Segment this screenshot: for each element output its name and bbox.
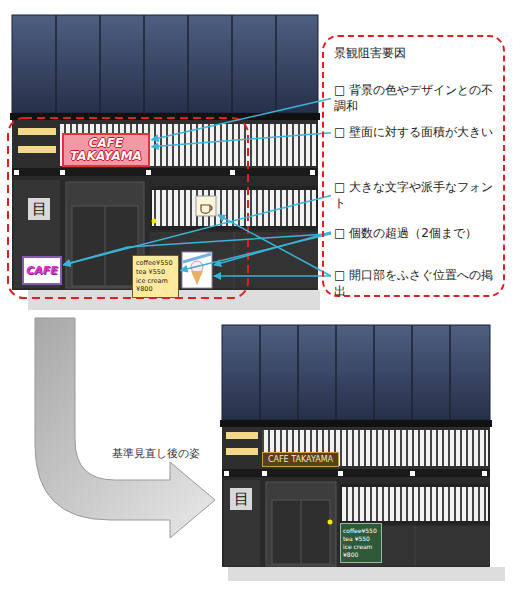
- picture-leaders: [214, 215, 331, 276]
- roof-dividers-part: [187, 15, 189, 113]
- lattice: [60, 124, 316, 166]
- roof-dividers-part: [275, 15, 277, 113]
- roof-dividers-part: [259, 325, 261, 420]
- roof-dividers-part: [297, 325, 299, 420]
- beam-lights-part: [338, 471, 343, 476]
- leader-arrow: [151, 99, 331, 140]
- roof-dividers-part: [143, 15, 145, 113]
- leader-arrow: [63, 196, 331, 265]
- menu-board: coffee¥550 tea ¥550 ice cream ¥800: [340, 523, 382, 563]
- eave: [220, 420, 492, 427]
- beam-lights-part: [224, 471, 229, 476]
- factor-item: □ 壁面に対する面積が大きい: [334, 125, 500, 141]
- emblem-glyph: 目: [230, 488, 252, 510]
- menu-board: coffee¥550 tea ¥550 ice cream ¥800: [132, 255, 179, 298]
- shop-after: [220, 325, 505, 581]
- leader-arrow: [151, 133, 331, 147]
- roof-dividers-part: [99, 15, 101, 113]
- roof-dividers-part: [55, 15, 57, 113]
- transition-arrow: [35, 318, 215, 538]
- shop-sign: CAFE TAKAYAMA: [262, 452, 339, 467]
- beige-bar: [18, 128, 56, 135]
- cup-icon: [201, 205, 212, 213]
- node-text: coffee¥550 tea ¥550 ice cream ¥800: [136, 259, 175, 294]
- ground-floor: [222, 477, 490, 567]
- panel-line: [415, 526, 416, 566]
- beam: [222, 469, 490, 477]
- door-split: [301, 500, 302, 564]
- beige-bar: [226, 432, 258, 439]
- beam: [12, 168, 318, 176]
- roof-dividers-part: [449, 325, 451, 420]
- beige-bar: [226, 448, 258, 455]
- node-text: CAFE TAKAYAMA: [68, 137, 144, 163]
- lamp: [152, 219, 157, 224]
- node-text: coffee¥550 tea ¥550 ice cream ¥800: [343, 527, 379, 559]
- door: [266, 482, 336, 566]
- beam-lights: [224, 471, 487, 476]
- ground: [228, 567, 505, 581]
- roof-dividers-part: [231, 15, 233, 113]
- node-text: 景観阻害要因: [334, 45, 493, 62]
- node-text: □ 背景の色やデザインとの不調和: [334, 83, 500, 114]
- side-column: [224, 480, 260, 566]
- leader-arrow: [63, 234, 331, 265]
- leader-arrow: [180, 234, 331, 271]
- window-sign: [196, 196, 216, 216]
- roof-dividers-part: [411, 325, 413, 420]
- leader-line: [218, 215, 331, 276]
- beam-lights-part: [60, 170, 65, 175]
- icecream-sign: [182, 252, 212, 288]
- caption-label: 基準見直し後の姿: [112, 446, 200, 461]
- beam-lights-part: [230, 170, 235, 175]
- node-text: CAFE TAKAYAMA: [267, 455, 334, 464]
- node-text: CAFE: [26, 264, 58, 277]
- beige-bar: [18, 146, 56, 153]
- roof-dividers: [56, 15, 276, 113]
- node-text: □ 個数の超過（2個まで）: [334, 226, 500, 242]
- shop-sign: CAFE TAKAYAMA: [62, 133, 150, 167]
- beam-lights-part: [310, 170, 315, 175]
- factor-item: □ 背景の色やデザインとの不調和: [334, 83, 500, 114]
- node-text: □ 開口部をふさぐ位置への掲出: [334, 268, 500, 299]
- roof: [222, 325, 490, 420]
- door-panel: [272, 500, 330, 564]
- door-split: [105, 206, 106, 286]
- roof-dividers-part: [373, 325, 375, 420]
- window-frame: [340, 484, 490, 524]
- beam-lights-part: [482, 471, 487, 476]
- leader-line: [214, 275, 331, 277]
- door-panel: [72, 206, 138, 286]
- beam-lights-part: [262, 471, 267, 476]
- factor-item: □ 個数の超過（2個まで）: [334, 226, 500, 242]
- beam-lights: [14, 170, 315, 175]
- upper-floor: [222, 427, 490, 469]
- lamp: [328, 520, 333, 525]
- icecream-cone: [191, 271, 203, 285]
- node-text: □ 大きな文字や派手なフォント: [334, 180, 500, 211]
- window-lattice: [342, 487, 488, 521]
- beam-lights-part: [146, 170, 151, 175]
- emblem-plate: [28, 198, 50, 220]
- emblem-plate: [230, 488, 252, 510]
- roof-dividers-part: [335, 325, 337, 420]
- node-text: □ 壁面に対する面積が大きい: [334, 125, 500, 141]
- factor-item: □ 開口部をふさぐ位置への掲出: [334, 268, 500, 299]
- problem-area: [8, 118, 248, 298]
- roof-dividers: [260, 325, 450, 420]
- roof: [12, 15, 318, 113]
- shop-before: [8, 15, 320, 310]
- cafe-sign: CAFE: [22, 256, 62, 285]
- side-column: [14, 180, 60, 288]
- lattice: [262, 430, 488, 466]
- emblem-glyph: 目: [28, 198, 50, 220]
- factor-callout: 景観阻害要因 □ 背景の色やデザインとの不調和 □ 壁面に対する面積が大きい □ 大き…: [322, 35, 505, 297]
- beam-lights-part: [410, 471, 415, 476]
- factor-item: □ 大きな文字や派手なフォント: [334, 180, 500, 211]
- beam-lights-part: [14, 170, 19, 175]
